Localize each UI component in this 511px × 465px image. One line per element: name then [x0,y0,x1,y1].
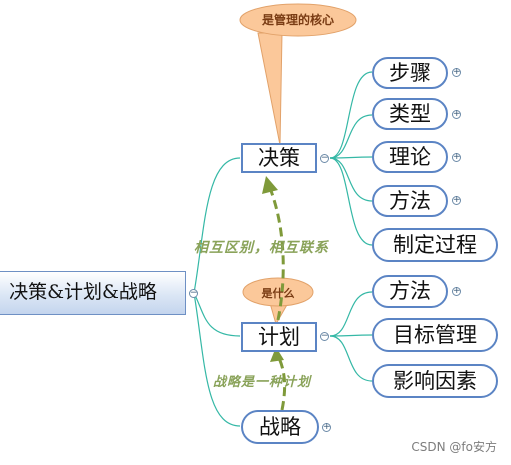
connector-plan-methods [329,291,373,337]
relation-label-strategy-plan: 战略是一种计划 [213,375,312,390]
connector-decision-theory [329,156,373,159]
plan-callout-text: 是什么 [261,287,295,300]
connector-root-strategy [193,292,241,427]
root-node[interactable]: 决策&计划&战略 [0,271,186,315]
decision-child-process[interactable]: 制定过程 [372,228,498,262]
plan-child-objectives[interactable]: 目标管理 [372,318,498,352]
plan-child-methods[interactable]: 方法 [372,275,448,308]
expand-toggle-strategy[interactable]: + [322,422,331,432]
connector-decision-steps [329,71,373,159]
decision-callout-bubble-oval [239,3,357,37]
plan-callout-bubble-oval [242,277,314,307]
relation-arrowhead-decision [262,176,278,194]
decision-child-types[interactable]: 类型 [372,98,448,130]
relation-label-decision-plan: 相互区别，相互联系 [194,240,329,256]
expand-toggle-steps[interactable]: + [452,67,461,77]
connector-root-plan [193,292,241,337]
expand-toggle-types[interactable]: + [452,109,461,119]
connector-decision-process [329,157,373,246]
decision-child-steps[interactable]: 步骤 [372,57,448,89]
decision-callout-bubble [257,32,283,146]
plan-collapse-toggle[interactable]: − [320,331,329,341]
root-collapse-toggle[interactable]: − [189,288,198,298]
connector-decision-methods [329,157,373,202]
decision-collapse-toggle[interactable]: − [320,153,329,163]
watermark: CSDN @fo安方 [411,440,497,454]
decision-node[interactable]: 决策 [241,143,317,173]
plan-node[interactable]: 计划 [241,322,317,352]
connector-plan-objectives [329,334,373,337]
connector-plan-factors [329,335,373,382]
decision-child-methods[interactable]: 方法 [372,185,448,217]
decision-child-theory[interactable]: 理论 [372,141,448,173]
expand-toggle-plan-methods[interactable]: + [452,286,461,296]
connector-decision-types [329,114,373,159]
relation-arrowhead-plan [270,347,284,362]
decision-callout-text: 是管理的核心 [261,13,334,27]
expand-toggle-theory[interactable]: + [452,152,461,162]
relation-arrow-plan-to-decision [268,187,285,321]
connector-root-decision [193,157,241,294]
expand-toggle-decision-methods[interactable]: + [452,195,461,205]
plan-child-factors[interactable]: 影响因素 [372,364,498,398]
strategy-node[interactable]: 战略 [241,410,319,444]
